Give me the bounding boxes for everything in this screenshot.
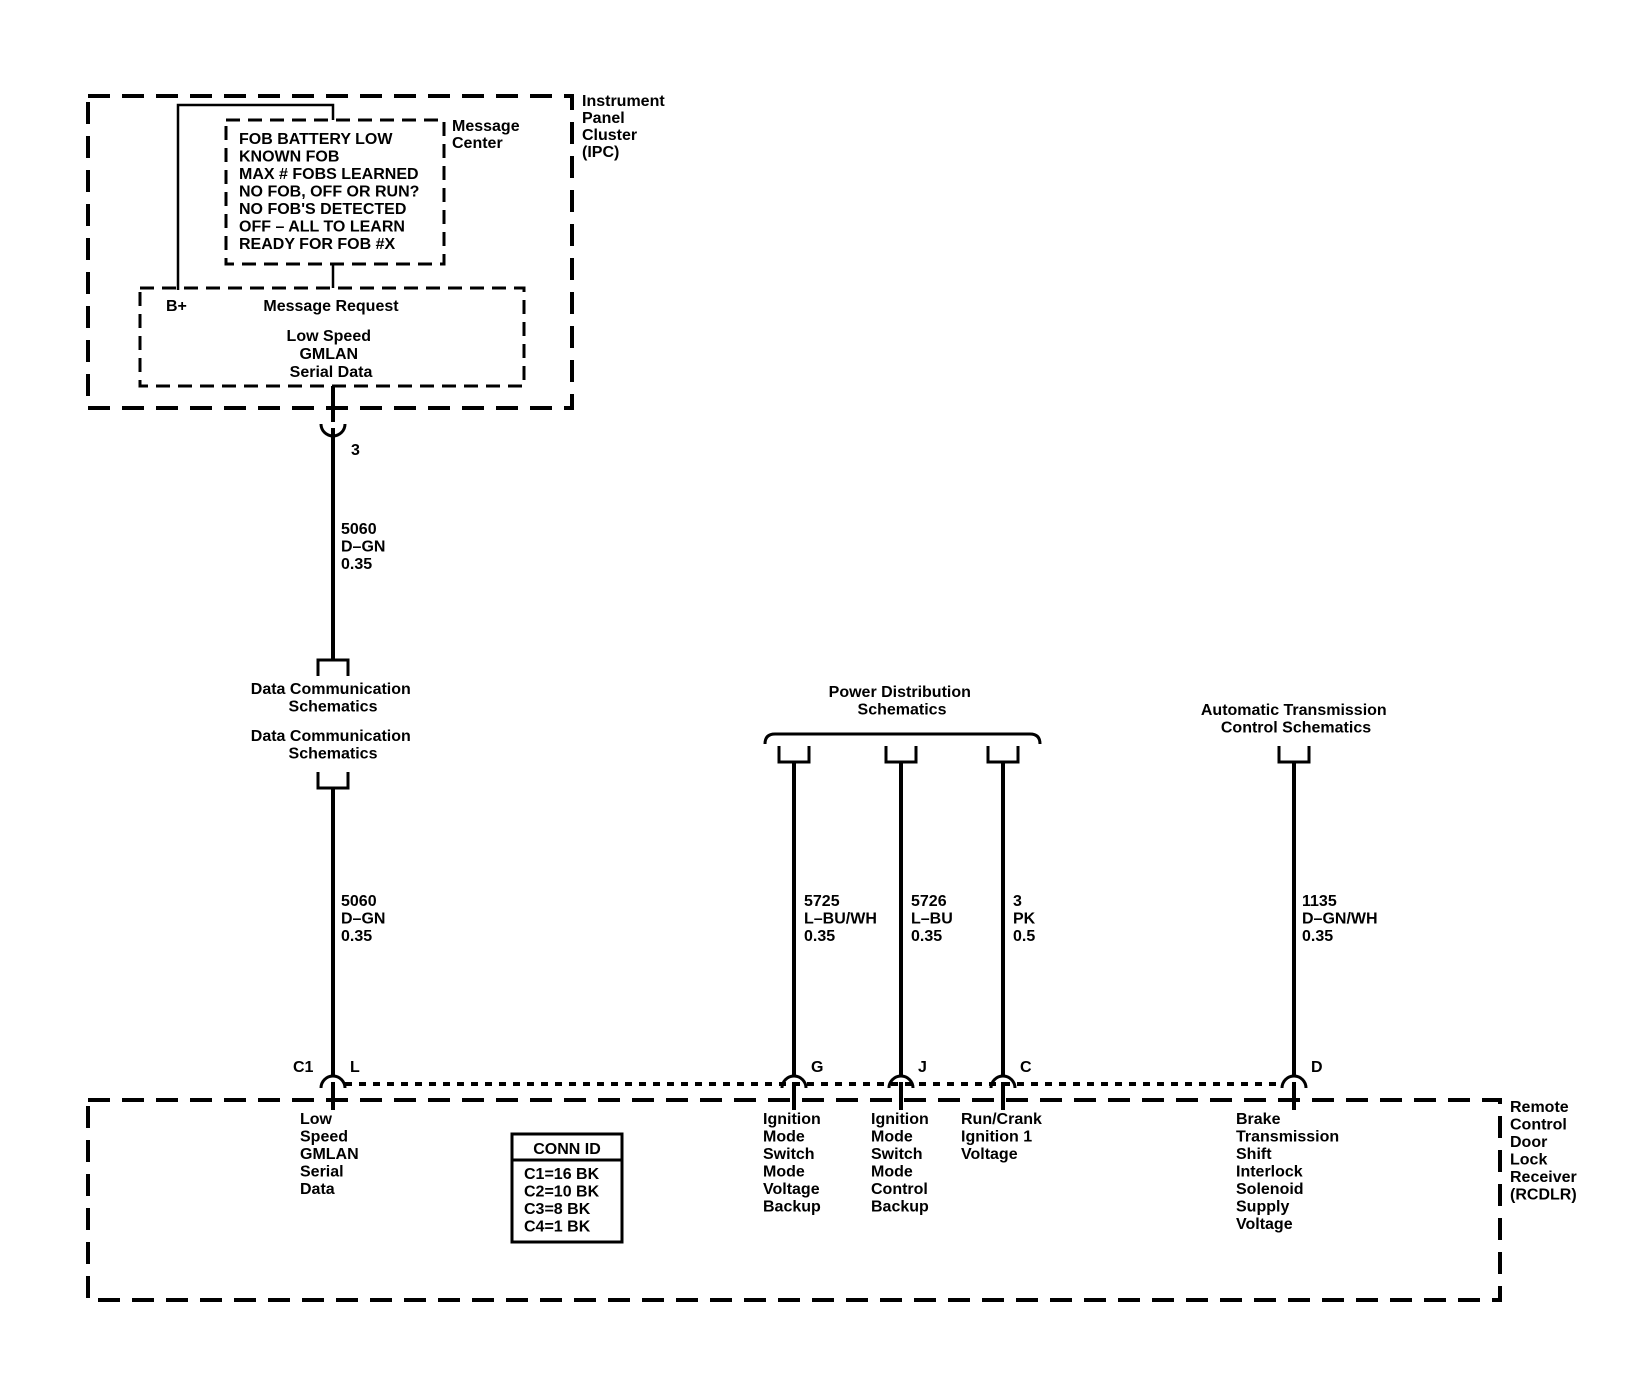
message-request-label: Message Request [263,298,399,315]
wire-5060-lower-label: 5060 D–GN 0.35 [341,893,390,945]
message-center-label: Message Center [452,118,524,152]
rcdlr-outline [86,1098,1502,1302]
message-center-outline [224,118,446,266]
function-low-speed-gmlan: Low Speed GMLAN Serial Data [300,1111,363,1198]
conn-id-table: CONN ID C1=16 BK C2=10 BK C3=8 BK C4=1 B… [510,1132,624,1244]
data-comm-ref-top-label: Data Communication Schematics [251,681,415,716]
ipc-connector-pin-3: 3 [319,408,360,459]
power-dist-symbol-3 [986,746,1020,764]
rcdlr-label: Remote Control Door Lock Receiver (RCDLR… [1510,1099,1581,1204]
ipc-label: Instrument Panel Cluster (IPC) [582,93,669,161]
conn-id-title: CONN ID [533,1141,601,1158]
function-btsi-supply: Brake Transmission Shift Interlock Solen… [1236,1111,1344,1233]
wire-3-label: 3 PK 0.5 [1013,893,1040,945]
rcdlr-module: Remote Control Door Lock Receiver (RCDLR… [86,1098,1581,1302]
power-dist-symbol-2 [884,746,918,764]
ipc-pin-label: 3 [351,442,360,459]
rcdlr-pin-d: D [1280,1059,1323,1110]
power-dist-label: Power Distribution Schematics [829,684,976,719]
serial-data-label: Low Speed GMLAN Serial Data [287,328,376,381]
auto-trans-symbol [1277,746,1311,764]
data-comm-ref-top-symbol [316,658,350,676]
conn-id-list: C1=16 BK C2=10 BK C3=8 BK C4=1 BK [524,1166,604,1236]
ipc-module: Instrument Panel Cluster (IPC) Message C… [86,93,669,410]
data-comm-ref-bottom-label: Data Communication Schematics [251,728,415,763]
svg-text:J: J [918,1059,927,1076]
wire-5060-upper-label: 5060 D–GN 0.35 [341,521,390,573]
wire-3: 3 PK 0.5 [1001,762,1040,1076]
svg-text:C: C [1020,1059,1032,1076]
power-dist-brace [763,732,1042,745]
ipc-outline [86,94,574,410]
wire-1135-label: 1135 D–GN/WH 0.35 [1302,893,1382,945]
rcdlr-pin-g: G [780,1059,823,1110]
bplus-feed-line [176,103,335,290]
svg-text:D: D [1311,1059,1323,1076]
function-ignition-mode-voltage-backup: Ignition Mode Switch Mode Voltage Backup [763,1111,825,1216]
message-list: FOB BATTERY LOW KNOWN FOB MAX # FOBS LEA… [239,131,424,253]
function-ignition-mode-control-backup: Ignition Mode Switch Mode Control Backup [871,1111,933,1216]
rcdlr-pin-c: C [989,1059,1032,1110]
connector-c1-label: C1 [293,1059,314,1076]
bplus-label: B+ [166,298,187,315]
svg-text:G: G [811,1059,823,1076]
wire-5726: 5726 L–BU 0.35 [899,762,957,1076]
power-dist-symbol-1 [777,746,811,764]
data-comm-ref-bottom-symbol [316,772,350,790]
rcdlr-pin-l: L [319,1059,360,1110]
function-run-crank-ignition: Run/Crank Ignition 1 Voltage [961,1111,1046,1163]
rcdlr-pin-j: J [887,1059,927,1110]
wire-5725-label: 5725 L–BU/WH 0.35 [804,893,881,945]
wire-5726-label: 5726 L–BU 0.35 [911,893,957,945]
auto-trans-label: Automatic Transmission Control Schematic… [1201,702,1391,737]
wire-1135: 1135 D–GN/WH 0.35 [1292,762,1382,1076]
svg-text:L: L [350,1059,360,1076]
wire-5725: 5725 L–BU/WH 0.35 [792,762,881,1076]
